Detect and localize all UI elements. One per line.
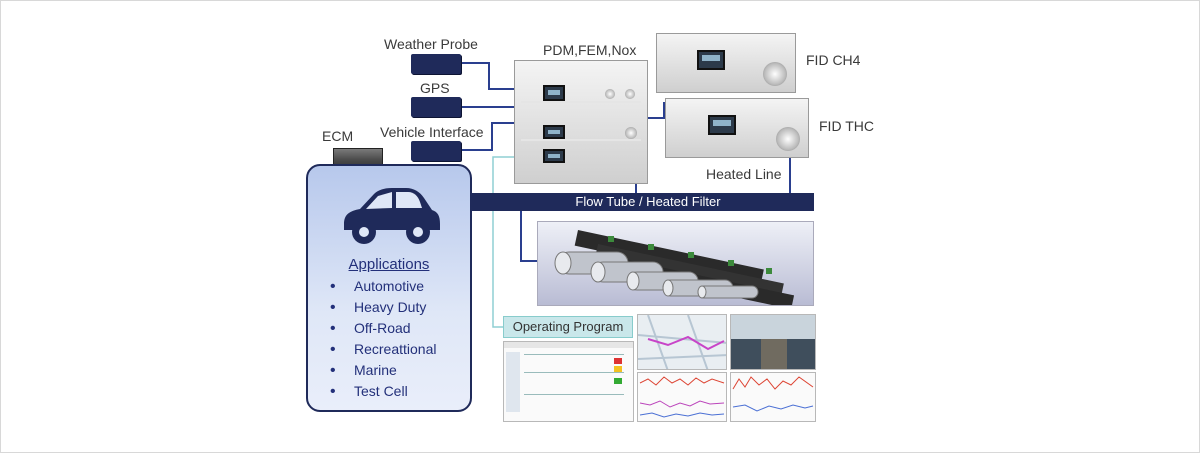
flow-tube-drop-line [520, 211, 537, 262]
software-screenshot-graph-right [730, 372, 816, 422]
applications-list: Automotive Heavy Duty Off-Road Recreatti… [330, 276, 437, 402]
weather-probe-line [461, 62, 520, 90]
application-item: Automotive [330, 276, 437, 297]
applications-box: Applications Automotive Heavy Duty Off-R… [306, 164, 472, 412]
analyzer-label: PDM,FEM,Nox [543, 42, 637, 58]
operating-program-line [492, 156, 520, 328]
software-screenshot-main [503, 341, 634, 422]
software-screenshot-camera [730, 314, 816, 370]
flow-tube-bar: Flow Tube / Heated Filter [472, 193, 814, 211]
operating-program-label: Operating Program [503, 316, 633, 338]
heated-line-label: Heated Line [706, 166, 782, 182]
application-item: Off-Road [330, 318, 437, 339]
weather-probe-module [411, 54, 461, 74]
fid-link-line [648, 102, 665, 119]
analyzer-device [514, 60, 648, 184]
application-item: Heavy Duty [330, 297, 437, 318]
car-icon [344, 188, 440, 244]
ecm-label: ECM [322, 128, 354, 144]
map-drawing [638, 315, 726, 369]
weather-probe-label: Weather Probe [384, 36, 478, 52]
software-screenshot-map [637, 314, 727, 370]
vehicle-interface-module [411, 141, 461, 161]
fid-thc-device [665, 98, 809, 158]
fid-thc-label: FID THC [819, 118, 874, 134]
software-screenshot-graph-left [637, 372, 727, 422]
pipe-array-drawing [554, 229, 795, 305]
gps-label: GPS [420, 80, 450, 96]
graph-right-drawing [732, 376, 814, 412]
application-item: Test Cell [330, 381, 437, 402]
vehicle-interface-label: Vehicle Interface [380, 124, 484, 140]
application-item: Recreattional [330, 339, 437, 360]
pipe-array-image [537, 221, 814, 306]
graph-left-drawing [639, 376, 725, 418]
application-item: Marine [330, 360, 437, 381]
fid-ch4-label: FID CH4 [806, 52, 861, 68]
applications-title: Applications [348, 256, 430, 273]
gps-module [411, 97, 461, 117]
vehicle-interface-line [461, 122, 520, 151]
fid-ch4-device [656, 33, 796, 93]
